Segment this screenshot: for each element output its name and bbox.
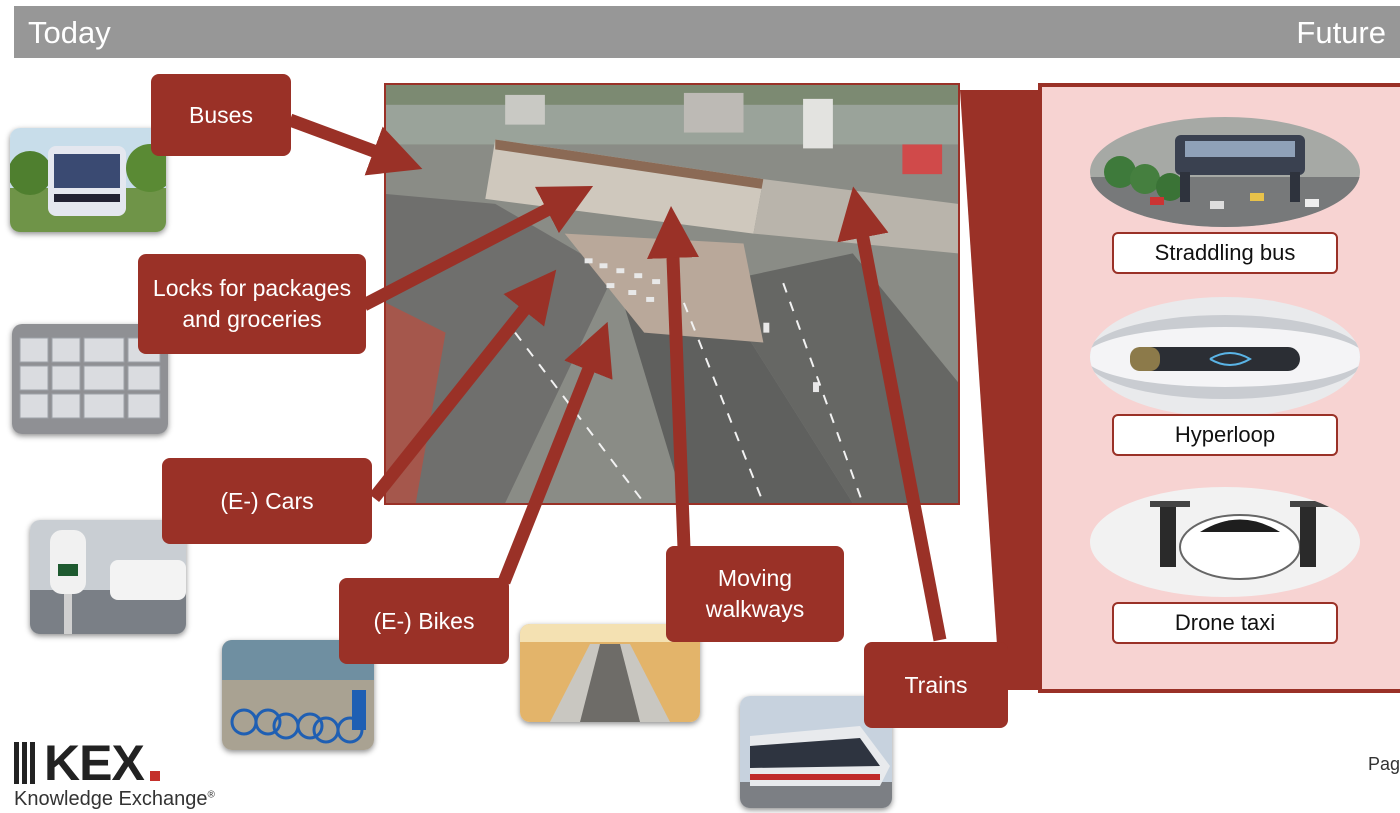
hyperloop-label: Hyperloop (1112, 414, 1338, 456)
buses-label: Buses (151, 74, 291, 156)
page-number-label: Pag (1368, 754, 1400, 774)
header-bar: Today Future (14, 6, 1400, 58)
kex-logo-dot (150, 771, 160, 781)
walkways-label: Moving walkways (666, 546, 844, 642)
bus-photo (10, 128, 166, 232)
moving-walkway-photo (520, 624, 700, 722)
future-heading: Future (1296, 15, 1386, 50)
ev-charger-photo (30, 520, 186, 634)
today-heading: Today (28, 15, 111, 50)
drone-taxi-label: Drone taxi (1112, 602, 1338, 644)
hyperloop-photo (1090, 297, 1360, 417)
kex-logo-text: KEX (44, 735, 145, 791)
straddling-bus-label: Straddling bus (1112, 232, 1338, 274)
bikes-label: (E-) Bikes (339, 578, 509, 664)
kex-logo-tagline: Knowledge Exchange® (14, 788, 215, 810)
drone-taxi-photo (1090, 487, 1360, 597)
locks-label: Locks for packages and groceries (138, 254, 366, 354)
kex-logo-bars-icon (14, 742, 35, 784)
future-panel: Straddling bus Hyperloop Drone taxi (1038, 83, 1400, 693)
cars-label: (E-) Cars (162, 458, 372, 544)
aerial-station-photo (384, 83, 960, 505)
straddling-bus-photo (1090, 117, 1360, 227)
trains-label: Trains (864, 642, 1008, 728)
